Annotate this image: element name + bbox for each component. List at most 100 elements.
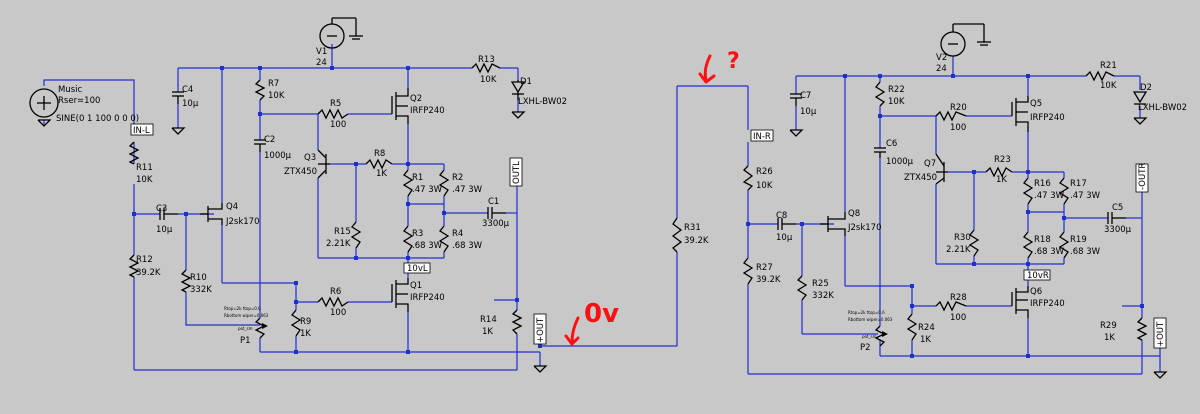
c7-value: 10µ — [800, 107, 817, 117]
r23-value: 1K — [996, 175, 1007, 185]
c4-value: 10µ — [182, 99, 199, 109]
r11-value: 10K — [136, 175, 153, 185]
r28-name: R28 — [950, 293, 967, 303]
r27-value: 39.2K — [756, 275, 781, 285]
r6-name: R6 — [330, 287, 341, 297]
plus-out-left: +OUT — [536, 317, 546, 343]
junction-dots — [132, 66, 1144, 358]
zero-volt-annotation: 0v — [584, 299, 619, 329]
r26-name: R26 — [756, 167, 773, 177]
p2-params-3: pot_sm — [862, 334, 877, 339]
r14-value: 1K — [482, 327, 493, 337]
r1-value: .47 3W — [412, 185, 443, 195]
c3-name: C3 — [156, 204, 167, 214]
r8-value: 1K — [376, 169, 387, 179]
p1-params-2: Rbottom wiper=0.063 — [224, 313, 269, 318]
r17-name: R17 — [1070, 179, 1087, 189]
in-l-label: IN-L — [133, 126, 150, 136]
p2-name: P2 — [860, 343, 871, 353]
p1-params-3: pot_sm — [238, 326, 253, 331]
r31-value: 39.2K — [684, 236, 709, 246]
r2-value: .47 3W — [452, 185, 483, 195]
r10-value: 332K — [190, 285, 212, 295]
q8-value: J2sk170 — [847, 223, 882, 233]
r27-name: R27 — [756, 263, 773, 273]
q3-value: ZTX450 — [284, 167, 317, 177]
r24-value: 1K — [920, 335, 931, 345]
r13-name: R13 — [478, 55, 495, 65]
r25-name: R25 — [812, 279, 829, 289]
v1-value: 24 — [316, 58, 327, 68]
c6-value: 1000µ — [886, 157, 914, 167]
music-rser: Rser=100 — [58, 96, 100, 106]
question-arrowhead — [698, 72, 716, 84]
r30-name: R30 — [954, 233, 971, 243]
outl-label: OUTL — [512, 161, 522, 184]
r12-value: 39.2K — [136, 268, 161, 278]
q1-value: IRFP240 — [410, 293, 445, 303]
v2-name: V2 — [936, 53, 947, 63]
q5-value: IRFP240 — [1030, 113, 1065, 123]
r5-value: 100 — [330, 120, 346, 130]
r28-value: 100 — [950, 313, 966, 323]
c7-name: C7 — [800, 91, 811, 101]
outr-label: -OUTR — [1138, 163, 1148, 190]
d2-name: D2 — [1140, 83, 1152, 93]
c5-value: 3300µ — [1104, 225, 1132, 235]
r5-name: R5 — [330, 99, 341, 109]
red-annotations: ? 0v — [564, 49, 740, 346]
right-labels: V2 24 C7 10µ R22 10K R20 100 Q5 IRFP240 … — [684, 53, 1187, 353]
q7-value: ZTX450 — [904, 173, 937, 183]
r15-name: R15 — [334, 227, 351, 237]
r17-value: .47 3W — [1070, 191, 1101, 201]
r9-value: 1K — [300, 329, 311, 339]
r8-name: R8 — [374, 149, 385, 159]
r22-value: 10K — [888, 97, 905, 107]
r2-name: R2 — [452, 173, 463, 183]
music-func: SINE(0 1 100 0 0 0) — [56, 114, 139, 124]
r25-value: 332K — [812, 291, 834, 301]
d1-name: D1 — [520, 77, 532, 87]
r4-value: .68 3W — [452, 241, 483, 251]
r20-name: R20 — [950, 103, 967, 113]
left-labels: Music Rser=100 SINE(0 1 100 0 0 0) IN-L … — [56, 47, 567, 346]
r7-name: R7 — [268, 79, 279, 89]
q4-value: J2sk170 — [225, 217, 260, 227]
c2-value: 1000µ — [264, 151, 292, 161]
zero-volt-arrow-stroke — [570, 316, 580, 344]
v2-value: 24 — [936, 64, 947, 74]
c6-name: C6 — [886, 139, 897, 149]
r18-value: .68 3W — [1034, 247, 1065, 257]
q1-name: Q1 — [410, 281, 422, 291]
c1-value: 3300µ — [482, 219, 510, 229]
c3-value: 10µ — [156, 225, 173, 235]
r23-name: R23 — [994, 155, 1011, 165]
question-mark-annotation: ? — [727, 49, 740, 74]
c8-name: C8 — [776, 211, 787, 221]
q6-name: Q6 — [1030, 287, 1042, 297]
node-10vl: 10vL — [407, 264, 428, 274]
c8-value: 10µ — [776, 233, 793, 243]
plus-out-right: +OUT — [1156, 321, 1166, 347]
r6-value: 100 — [330, 308, 346, 318]
q4-name: Q4 — [226, 202, 238, 212]
left-wires — [43, 44, 749, 371]
r3-name: R3 — [412, 229, 423, 239]
q7-name: Q7 — [924, 159, 936, 169]
r13-value: 10K — [480, 75, 497, 85]
r18-name: R18 — [1034, 235, 1051, 245]
c2-name: C2 — [264, 135, 275, 145]
r16-name: R16 — [1034, 179, 1051, 189]
question-arrow-stroke — [703, 54, 712, 82]
in-r-label: IN-R — [753, 132, 771, 142]
node-10vr: 10vR — [1027, 271, 1049, 281]
r24-name: R24 — [918, 323, 935, 333]
v1-name: V1 — [316, 47, 327, 57]
c1-name: C1 — [488, 197, 499, 207]
r22-name: R22 — [888, 85, 905, 95]
r7-value: 10K — [268, 91, 285, 101]
c4-name: C4 — [182, 85, 193, 95]
r29-value: 1K — [1104, 333, 1115, 343]
r19-name: R19 — [1070, 235, 1087, 245]
